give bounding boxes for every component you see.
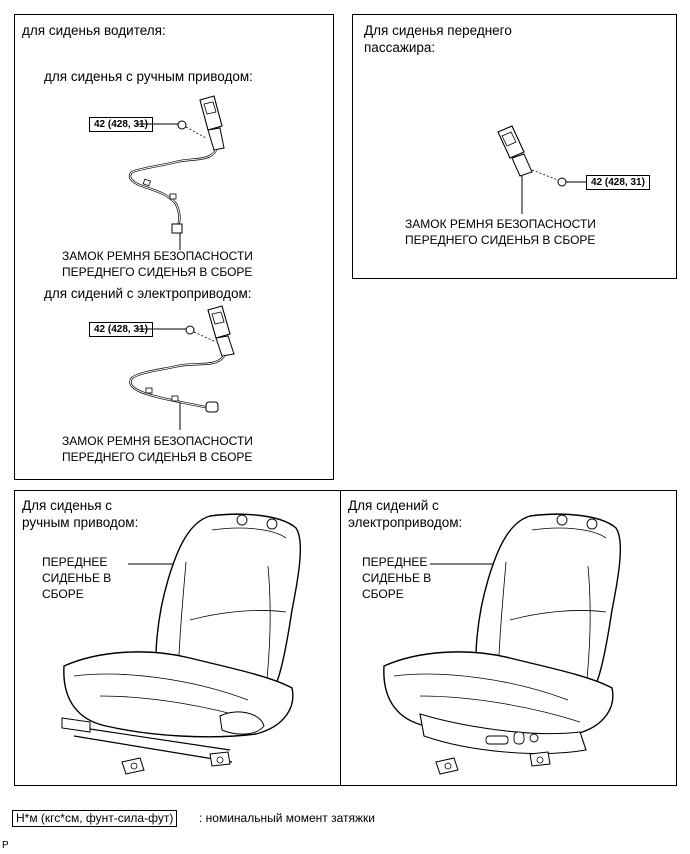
driver-panel (14, 14, 334, 480)
seat-manual-heading: Для сиденья с ручным приводом: (22, 498, 139, 530)
seat-power-part-label: ПЕРЕДНЕЕ СИДЕНЬЕ В СБОРЕ (362, 555, 432, 601)
passenger-heading: Для сиденья переднего пассажира: (364, 23, 512, 55)
driver-manual-label: для сиденья с ручным приводом: (44, 69, 253, 84)
manual-buckle-drawing (128, 95, 225, 250)
driver-power-label: для сидений с электроприводом: (44, 286, 252, 301)
seat-power-heading: Для сидений с электроприводом: (348, 498, 463, 530)
seat-manual-part-label: ПЕРЕДНЕЕ СИДЕНЬЕ В СБОРЕ (42, 555, 112, 601)
driver-power-part-label: ЗАМОК РЕМНЯ БЕЗОПАСНОСТИ ПЕРЕДНЕГО СИДЕН… (62, 434, 253, 464)
seat-manual-drawing (61, 513, 302, 775)
torque-unit-legend: Н*м (кгс*см, фунт-сила-фут) (12, 810, 178, 827)
power-buckle-drawing (129, 305, 235, 430)
driver-heading: для сиденья водителя: (22, 23, 166, 38)
seat-power-drawing (383, 513, 622, 775)
passenger-buckle-drawing (497, 125, 586, 214)
passenger-torque: 42 (428, 31) (586, 175, 650, 190)
corner-mark: P (2, 840, 9, 851)
torque-unit-description: : номинальный момент затяжки (199, 811, 375, 825)
passenger-part-label: ЗАМОК РЕМНЯ БЕЗОПАСНОСТИ ПЕРЕДНЕГО СИДЕН… (405, 217, 596, 247)
driver-manual-part-label: ЗАМОК РЕМНЯ БЕЗОПАСНОСТИ ПЕРЕДНЕГО СИДЕН… (62, 249, 253, 279)
